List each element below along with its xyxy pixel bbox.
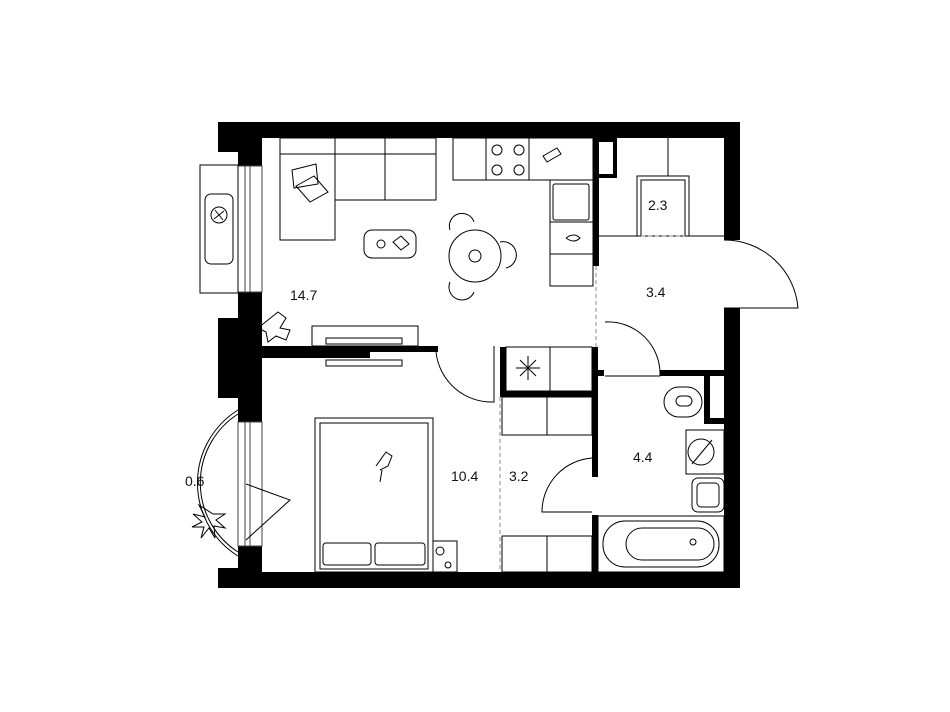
corridor-bathroom-door <box>541 457 593 513</box>
dining-table <box>448 212 517 301</box>
wardrobe <box>599 138 724 237</box>
toilet-icon <box>663 386 703 418</box>
area-label-balcony: 0.6 <box>185 473 205 489</box>
entry-door <box>723 239 799 309</box>
area-label-bedroom: 10.4 <box>451 468 478 484</box>
kitchen-counter <box>452 137 594 287</box>
sink-icon <box>552 183 590 221</box>
balcony <box>191 409 291 557</box>
area-label-bathroom: 4.4 <box>633 449 653 465</box>
plant-icon <box>191 503 227 539</box>
hallway-bathroom-door <box>604 321 661 377</box>
snowflake-icon <box>516 356 540 380</box>
cat-icon <box>375 451 393 483</box>
coffee-table <box>363 229 417 259</box>
washbasin-icon <box>691 477 725 513</box>
house-plant-icon <box>257 311 291 343</box>
bathroom-fixtures <box>597 386 725 573</box>
area-label-wardrobe: 2.3 <box>648 197 668 213</box>
sofa <box>279 137 437 241</box>
lamp-icon <box>435 546 445 556</box>
washer-icon <box>687 438 715 466</box>
tv-stand <box>311 325 419 367</box>
bed <box>314 417 458 573</box>
window-planter <box>199 164 239 294</box>
walls <box>218 122 740 588</box>
cutting-board-icon <box>542 147 562 163</box>
dishwasher-icon <box>565 234 581 242</box>
area-label-hallway: 3.4 <box>646 284 666 300</box>
bathtub <box>597 515 725 573</box>
bedroom-door <box>435 346 495 403</box>
area-label-living: 14.7 <box>290 287 317 303</box>
utility-closet <box>501 346 593 573</box>
stove-icon <box>491 144 525 176</box>
area-label-corridor: 3.2 <box>509 468 529 484</box>
